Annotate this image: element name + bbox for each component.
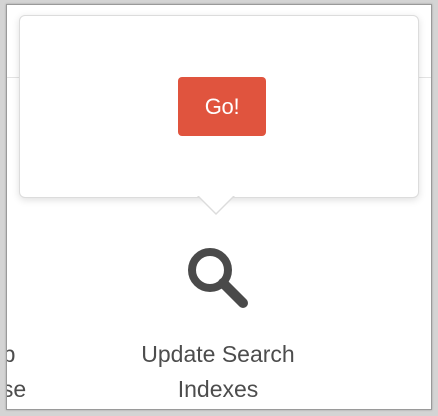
- tool-backup-database[interactable]: Backup Database: [7, 235, 67, 409]
- tool-backup-database-label: Backup Database: [7, 341, 27, 402]
- tool-update-search-indexes[interactable]: Update Search Indexes: [113, 235, 323, 409]
- search-icon: [188, 248, 248, 308]
- app-window: Backup Database Update Search Indexes Go…: [6, 4, 432, 410]
- go-button[interactable]: Go!: [178, 77, 266, 136]
- popover-arrow: [198, 195, 234, 213]
- tool-update-search-indexes-label: Update Search Indexes: [141, 341, 295, 402]
- confirm-popover: Go!: [19, 15, 419, 198]
